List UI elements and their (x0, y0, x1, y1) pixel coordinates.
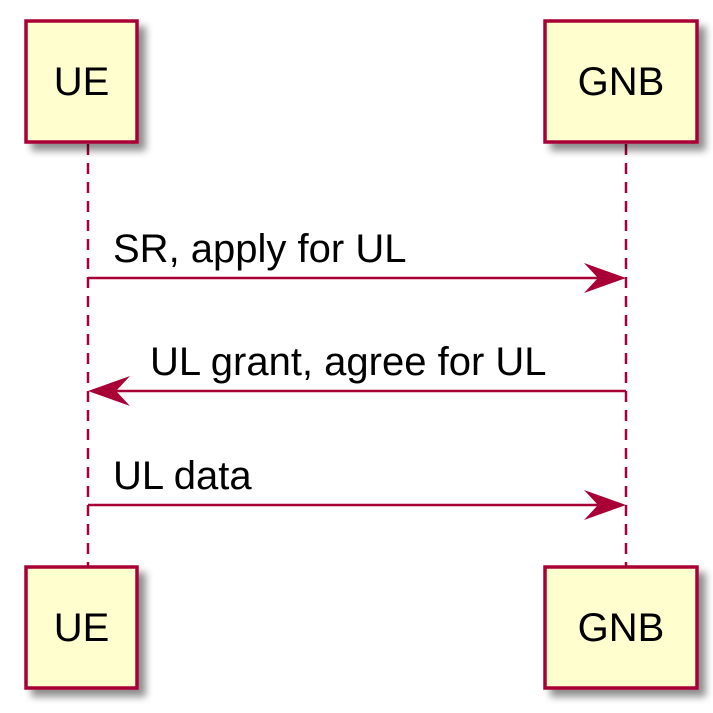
message-1: SR, apply for UL (88, 227, 626, 293)
participant-gnb-top: GNB (543, 19, 699, 144)
arrowhead-right (584, 263, 626, 293)
message-label: UL data (113, 454, 252, 498)
participant-label: GNB (578, 60, 665, 104)
message-2: UL grant, agree for UL (88, 340, 626, 406)
participant-label: UE (54, 60, 110, 104)
participant-ue-bottom: UE (24, 565, 139, 690)
message-3: UL data (88, 454, 626, 520)
participant-label: UE (54, 606, 110, 650)
message-label: SR, apply for UL (113, 227, 406, 271)
participant-ue-top: UE (24, 19, 139, 144)
arrowhead-left (88, 376, 130, 406)
message-label: UL grant, agree for UL (150, 340, 547, 384)
participant-gnb-bottom: GNB (543, 565, 699, 690)
arrowhead-right (584, 490, 626, 520)
participant-label: GNB (578, 606, 665, 650)
